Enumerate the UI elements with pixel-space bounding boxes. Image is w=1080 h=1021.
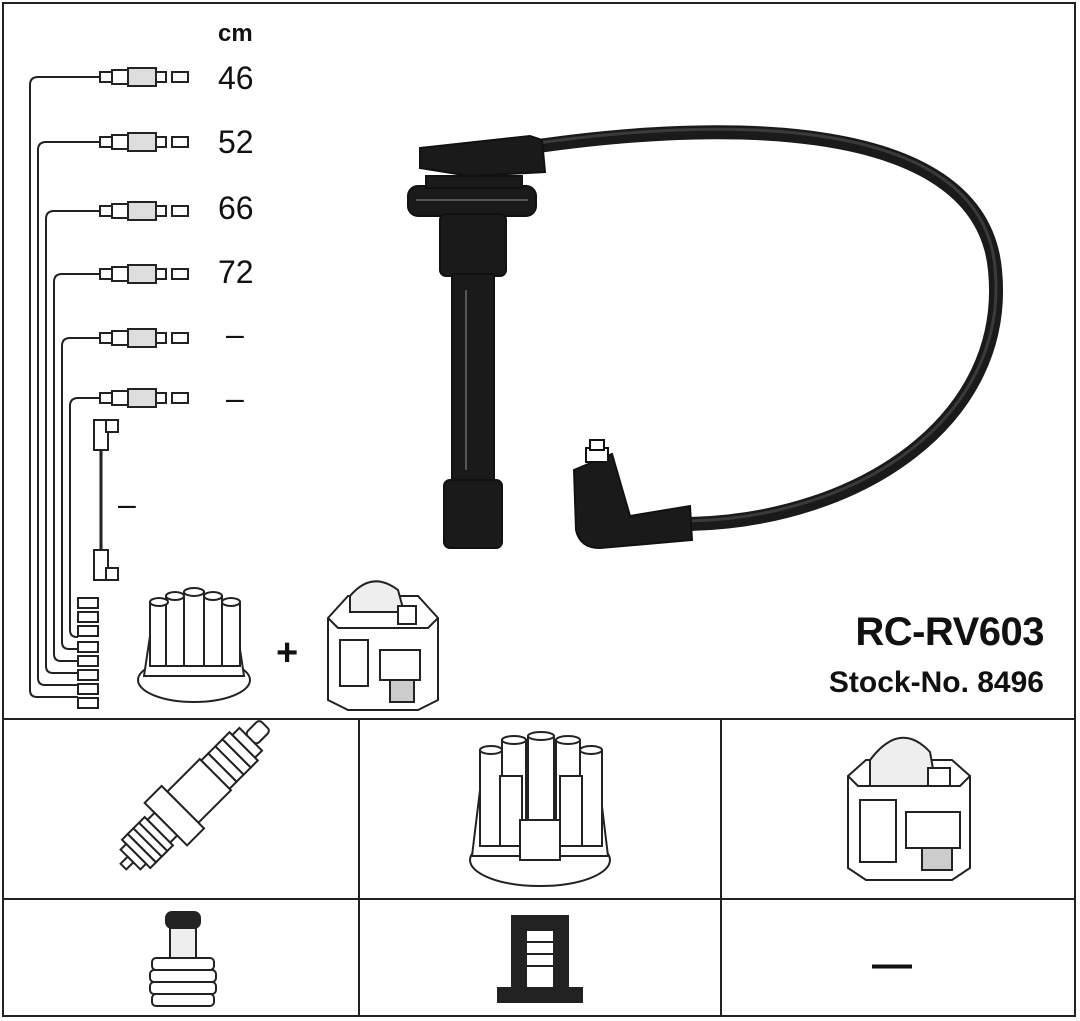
spark-plug-boot bbox=[407, 134, 547, 549]
length-label-3: 66 bbox=[218, 190, 254, 226]
grid-divider-middle bbox=[2, 898, 1076, 900]
ignition-coil-icon bbox=[847, 736, 971, 881]
wire-bottom-terminals bbox=[77, 597, 99, 709]
length-label-2: 52 bbox=[218, 124, 254, 160]
wire-connectors bbox=[99, 67, 189, 408]
stock-number: Stock-No. 8496 bbox=[828, 666, 1044, 699]
not-applicable-dash: — bbox=[872, 942, 912, 986]
coil-lead-length-label: – bbox=[118, 486, 136, 522]
grid-divider-right bbox=[720, 718, 722, 1015]
length-unit-label: cm bbox=[218, 20, 253, 47]
length-label-6: – bbox=[226, 380, 244, 416]
coil-lead bbox=[93, 419, 119, 581]
length-label-1: 46 bbox=[218, 60, 254, 96]
grid-divider-left bbox=[358, 718, 360, 1015]
wire-bundle bbox=[29, 76, 100, 698]
grid-divider-top bbox=[2, 718, 1076, 720]
spark-plug-terminal-icon bbox=[149, 911, 217, 1007]
length-label-4: 72 bbox=[218, 254, 254, 290]
distributor-terminal-icon bbox=[497, 915, 583, 1003]
ignition-cable bbox=[505, 125, 1004, 531]
distributor-cap-small bbox=[137, 587, 251, 703]
coil-end-boot bbox=[572, 439, 694, 550]
distributor-cap-icon bbox=[469, 731, 611, 887]
ignition-coil-small bbox=[327, 580, 439, 711]
part-number: RC-RV603 bbox=[855, 610, 1044, 654]
spark-plug-icon bbox=[119, 720, 270, 871]
plus-sign: + bbox=[276, 632, 299, 674]
length-label-5: – bbox=[226, 316, 244, 352]
